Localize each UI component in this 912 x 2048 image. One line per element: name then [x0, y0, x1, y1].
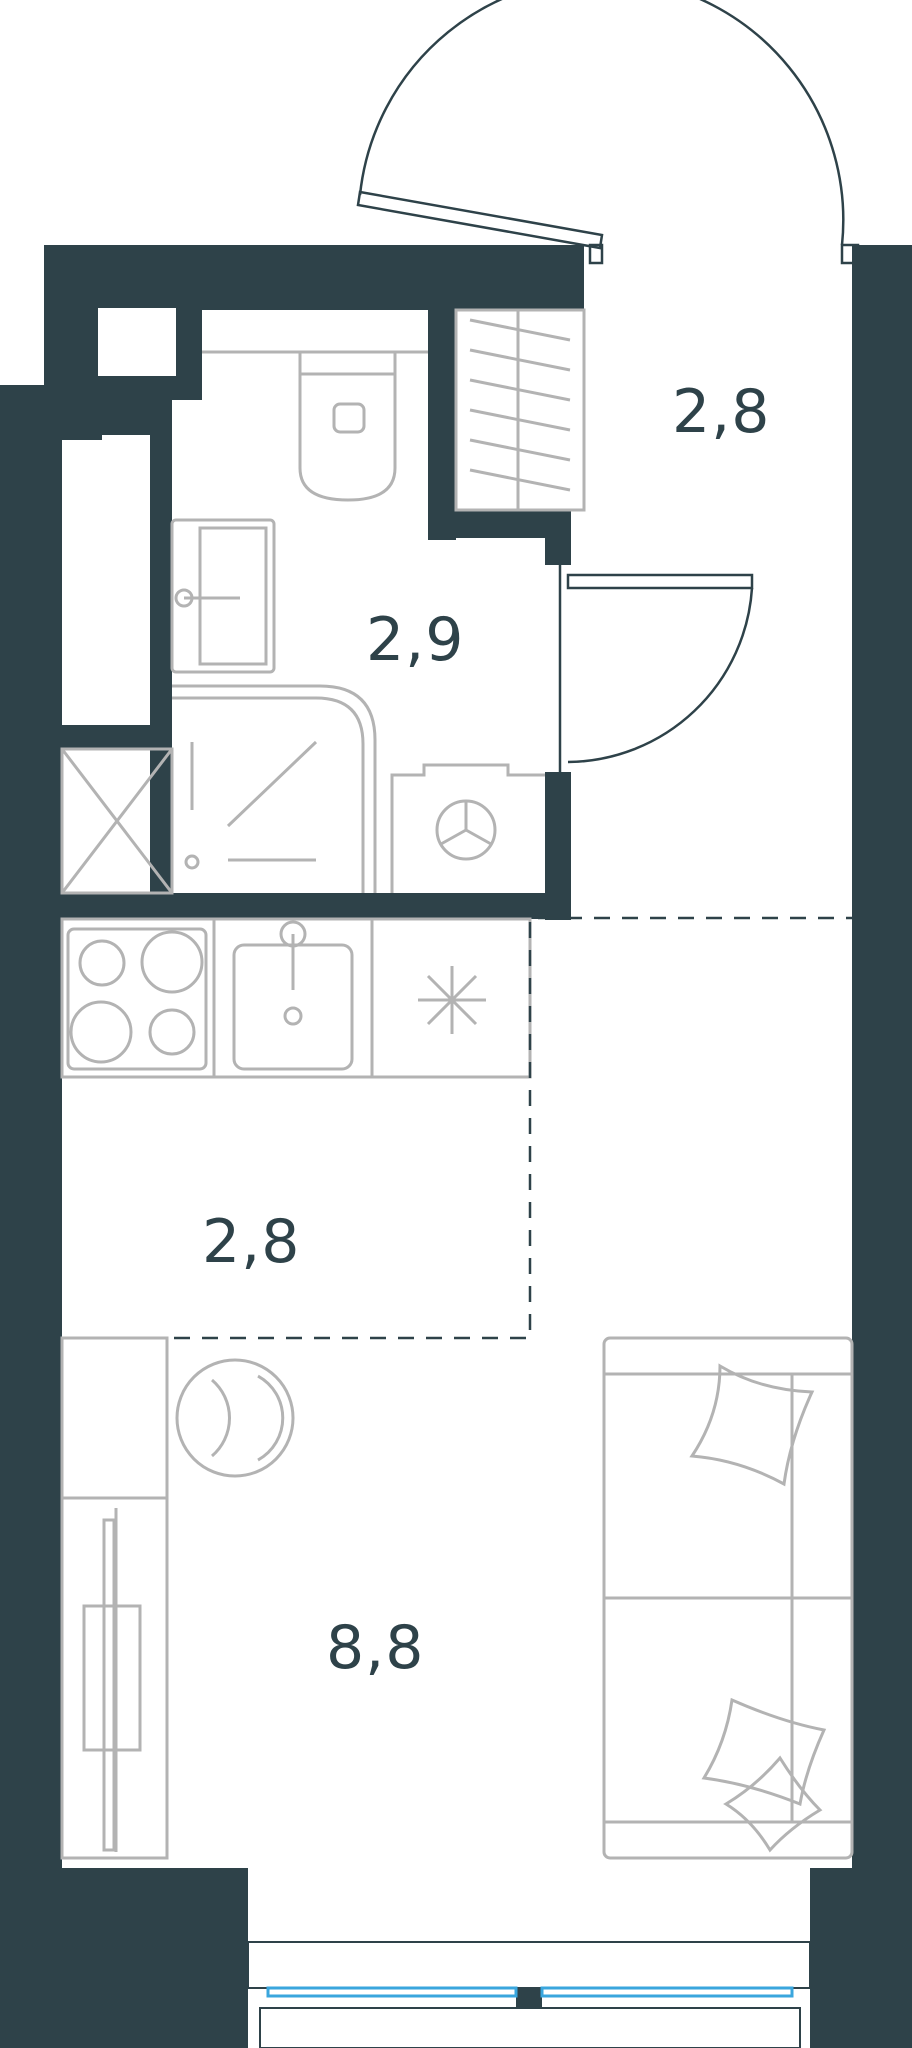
pillow-icon [701, 1697, 827, 1807]
tv-unit-icon [82, 1508, 142, 1852]
window-glass-right [540, 1986, 794, 1998]
outer-wall-bottom-right [810, 1868, 912, 2048]
kitchen-sink-icon [232, 920, 354, 1071]
wardrobe [60, 1336, 169, 1860]
pillow-icon [689, 1363, 815, 1487]
doors [356, 0, 860, 772]
kitchen-area-label: 2,8 [202, 1207, 300, 1277]
bath-door-swing [567, 587, 754, 764]
partition-left [150, 400, 172, 900]
bath-wall-right-post [545, 510, 571, 565]
pillow-icon [723, 1755, 823, 1853]
stove-icon [66, 927, 208, 1071]
armchair-icon [175, 1358, 295, 1478]
balcony-door-jamb-left [588, 243, 604, 265]
towel-rack-icon [454, 308, 586, 512]
window [247, 1941, 811, 2048]
window-sill [247, 1941, 811, 1989]
walls [0, 245, 912, 2048]
outer-wall-top [44, 245, 584, 310]
outer-wall-right-top [858, 245, 912, 315]
balcony-area-label: 2,8 [672, 377, 770, 447]
outer-wall-right [852, 245, 912, 2048]
fridge-icon [418, 966, 486, 1034]
closet-void [62, 440, 150, 725]
sofa-icon [602, 1336, 854, 1860]
window-glass-left [266, 1986, 518, 1998]
bath-door-leaf [566, 573, 754, 590]
closet-wall [62, 725, 172, 749]
outer-wall-bottom-left [0, 1868, 248, 2048]
balcony-door-jamb-right [840, 243, 860, 265]
balcony-door-swing [358, 0, 845, 246]
window-mullion [516, 1988, 542, 2008]
kitchen-counter [60, 917, 532, 1079]
outer-wall-left [0, 385, 62, 2048]
partition-left-upper [62, 395, 172, 435]
sink-icon [170, 518, 276, 674]
living-area-label: 8,8 [326, 1613, 424, 1683]
kitchen-fixtures [60, 916, 852, 1340]
shaft-opening [98, 308, 176, 376]
toilet-icon [298, 350, 397, 502]
balcony-door-leaf [356, 190, 604, 250]
shower-icon [172, 684, 377, 893]
bath-wall-right-step [428, 510, 568, 538]
bath-wall-bottom [62, 893, 571, 919]
washing-machine-icon [390, 763, 545, 893]
living-fixtures [60, 1336, 854, 1860]
bathroom-fixtures [60, 308, 586, 895]
bath-wall-right-upper [428, 310, 456, 540]
laundry-box-icon [60, 747, 174, 895]
kitchen-zone-boundary [62, 916, 852, 1340]
window-frame [259, 2007, 801, 2048]
bathroom-area-label: 2,9 [366, 605, 464, 675]
